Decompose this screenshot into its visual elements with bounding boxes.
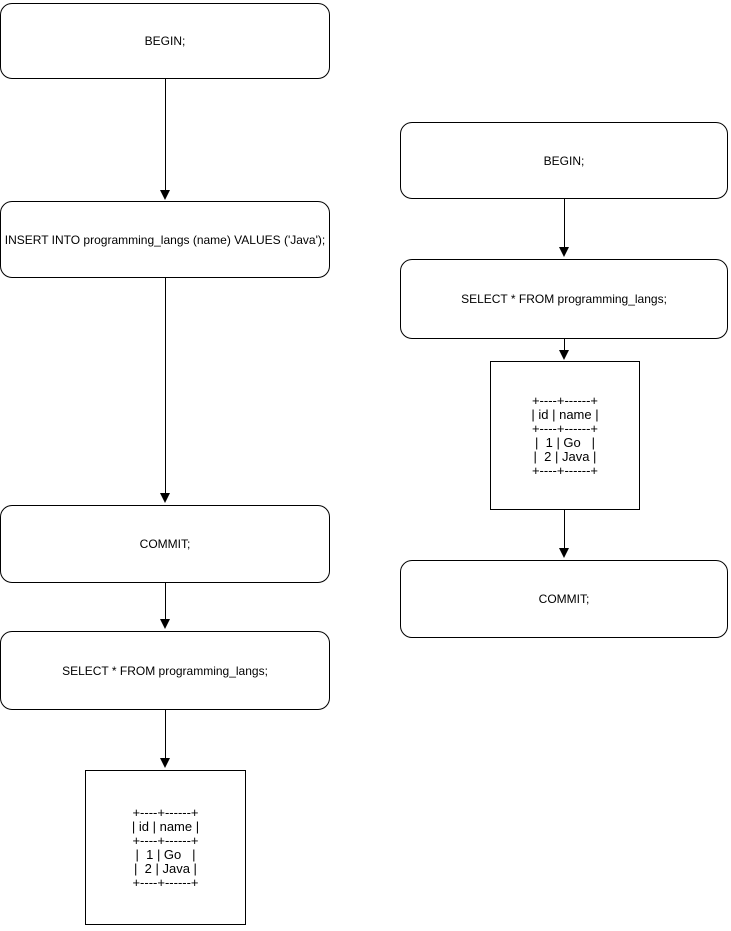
arrowhead-down-icon xyxy=(559,350,569,360)
arrowhead-down-icon xyxy=(160,619,170,629)
left-commit-label: COMMIT; xyxy=(139,537,191,551)
connector-line xyxy=(164,278,166,494)
left-insert-node: INSERT INTO programming_langs (name) VAL… xyxy=(0,201,330,278)
connector-line xyxy=(563,199,565,248)
right-connector-1 xyxy=(558,199,570,257)
left-connector-4 xyxy=(159,710,171,768)
left-select-label: SELECT * FROM programming_langs; xyxy=(62,663,268,678)
right-select-node: SELECT * FROM programming_langs; xyxy=(400,259,728,339)
left-result-box: +----+------+ | id | name | +----+------… xyxy=(85,770,246,925)
right-select-label: SELECT * FROM programming_langs; xyxy=(461,292,667,306)
left-select-node: SELECT * FROM programming_langs; xyxy=(0,631,330,710)
right-commit-node: COMMIT; xyxy=(400,560,728,638)
left-connector-1 xyxy=(159,79,171,200)
arrowhead-down-icon xyxy=(559,548,569,558)
arrowhead-down-icon xyxy=(160,190,170,200)
right-result-box: +----+------+ | id | name | +----+------… xyxy=(490,361,640,510)
connector-line xyxy=(563,339,565,351)
right-connector-2 xyxy=(558,339,570,360)
connector-line xyxy=(164,710,166,759)
left-commit-node: COMMIT; xyxy=(0,505,330,583)
connector-line xyxy=(164,583,166,620)
right-connector-3 xyxy=(558,510,570,558)
left-insert-label: INSERT INTO programming_langs (name) VAL… xyxy=(4,232,326,247)
connector-line xyxy=(563,510,565,549)
right-result-table: +----+------+ | id | name | +----+------… xyxy=(531,392,599,478)
connector-line xyxy=(164,79,166,191)
arrowhead-down-icon xyxy=(160,758,170,768)
left-begin-node: BEGIN; xyxy=(0,3,330,79)
right-commit-label: COMMIT; xyxy=(538,592,590,606)
arrowhead-down-icon xyxy=(160,493,170,503)
left-connector-2 xyxy=(159,278,171,503)
left-begin-label: BEGIN; xyxy=(144,34,186,48)
right-begin-label: BEGIN; xyxy=(543,153,585,168)
right-begin-node: BEGIN; xyxy=(400,122,728,199)
arrowhead-down-icon xyxy=(559,247,569,257)
left-connector-3 xyxy=(159,583,171,629)
left-result-table: +----+------+ | id | name | +----+------… xyxy=(131,804,200,890)
